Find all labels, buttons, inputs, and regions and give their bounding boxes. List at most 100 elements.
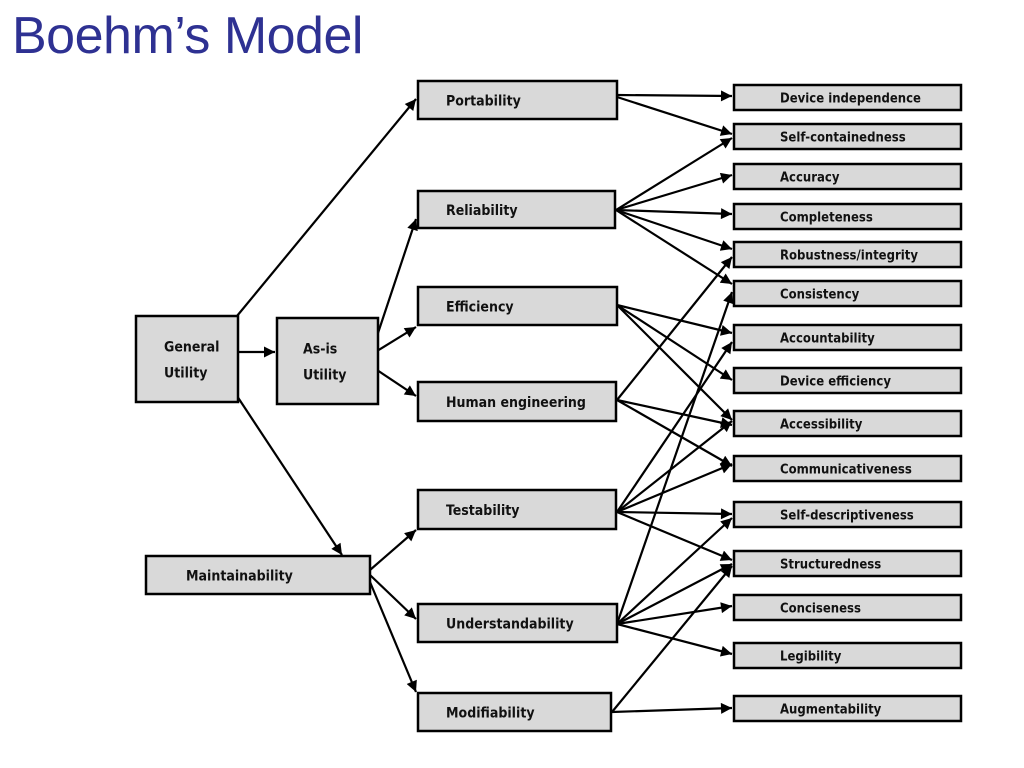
node-label: Device independence bbox=[780, 91, 921, 106]
node-struct: Structuredness bbox=[732, 549, 963, 578]
node-box bbox=[732, 366, 963, 395]
edge-understand-to-concise bbox=[616, 602, 733, 626]
edge-portability-to-dev_ind bbox=[616, 90, 733, 102]
connector-group bbox=[236, 90, 734, 714]
edge-human-to-robust bbox=[616, 256, 733, 401]
node-label: Portability bbox=[446, 93, 521, 109]
node-portability: Portability bbox=[416, 79, 619, 121]
page-title: Boehm’s Model bbox=[12, 7, 363, 65]
node-label: As-is bbox=[303, 341, 337, 357]
node-box bbox=[732, 323, 963, 352]
node-label: Accuracy bbox=[780, 170, 840, 185]
node-box bbox=[416, 380, 618, 423]
node-testability: Testability bbox=[416, 488, 618, 531]
node-label: General bbox=[164, 339, 219, 355]
node-account: Accountability bbox=[732, 323, 963, 352]
node-box bbox=[732, 240, 963, 269]
node-box bbox=[732, 202, 963, 231]
node-human: Human engineering bbox=[416, 380, 618, 423]
node-label: Legibility bbox=[780, 649, 842, 664]
node-consistency: Consistency bbox=[732, 279, 963, 308]
edge-asis-to-human bbox=[376, 369, 417, 397]
node-label: Device efficiency bbox=[780, 374, 891, 389]
edge-maint-to-understand bbox=[369, 574, 417, 620]
node-box bbox=[416, 691, 613, 733]
node-label: Robustness/integrity bbox=[780, 248, 918, 263]
edge-general-to-maint bbox=[236, 395, 343, 556]
edge-testability-to-comm bbox=[616, 462, 733, 514]
node-box bbox=[416, 488, 618, 531]
node-box bbox=[732, 641, 963, 670]
edge-reliability-to-completeness bbox=[615, 208, 733, 220]
node-self_desc: Self-descriptiveness bbox=[732, 500, 963, 529]
node-understand: Understandability bbox=[416, 602, 619, 644]
node-box bbox=[732, 279, 963, 308]
node-box bbox=[732, 83, 963, 112]
edge-maint-to-modifiability bbox=[368, 581, 418, 693]
node-box bbox=[732, 409, 963, 438]
edge-efficiency-to-access bbox=[616, 304, 733, 421]
node-label: Self-containedness bbox=[780, 130, 906, 145]
node-label: Human engineering bbox=[446, 395, 586, 411]
node-box bbox=[732, 549, 963, 578]
node-box bbox=[732, 500, 963, 529]
node-label: Structuredness bbox=[780, 557, 881, 572]
node-box bbox=[732, 122, 963, 151]
edge-reliability-to-self_cont bbox=[615, 137, 733, 211]
node-label: Augmentability bbox=[780, 702, 882, 717]
edge-testability-to-account bbox=[616, 341, 733, 513]
node-box bbox=[732, 454, 963, 483]
node-reliability: Reliability bbox=[416, 189, 617, 230]
edge-testability-to-access bbox=[616, 420, 733, 513]
node-box bbox=[416, 79, 619, 121]
edge-maint-to-testability bbox=[369, 529, 417, 571]
node-label: Reliability bbox=[446, 203, 518, 219]
edge-efficiency-to-dev_eff bbox=[616, 304, 733, 381]
node-label: Maintainability bbox=[186, 568, 293, 584]
node-access: Accessibility bbox=[732, 409, 963, 438]
edge-general-to-portability bbox=[236, 98, 417, 317]
node-box bbox=[732, 162, 963, 191]
node-label: Testability bbox=[446, 503, 520, 519]
node-label: Consistency bbox=[780, 287, 860, 302]
node-efficiency: Efficiency bbox=[416, 285, 619, 327]
node-label: Efficiency bbox=[446, 299, 514, 315]
node-augment: Augmentability bbox=[732, 694, 963, 723]
node-completeness: Completeness bbox=[732, 202, 963, 231]
edge-testability-to-struct bbox=[616, 510, 733, 562]
node-label: Modifiability bbox=[446, 705, 535, 721]
node-comm: Communicativeness bbox=[732, 454, 963, 483]
node-label: Utility bbox=[303, 367, 346, 383]
edge-understand-to-struct bbox=[616, 563, 733, 625]
node-box bbox=[416, 285, 619, 327]
edge-portability-to-self_cont bbox=[616, 95, 733, 136]
node-box bbox=[416, 189, 617, 230]
edge-reliability-to-consistency bbox=[615, 209, 733, 285]
edge-human-to-comm bbox=[616, 399, 733, 467]
node-box bbox=[134, 314, 240, 404]
edge-modifiability-to-augment bbox=[611, 702, 733, 714]
edge-understand-to-self_desc bbox=[616, 517, 733, 625]
edge-understand-to-consistency bbox=[615, 291, 734, 625]
node-label: Conciseness bbox=[780, 601, 861, 616]
node-self_cont: Self-containedness bbox=[732, 122, 963, 151]
node-robust: Robustness/integrity bbox=[732, 240, 963, 269]
edge-efficiency-to-account bbox=[616, 303, 733, 336]
node-dev_ind: Device independence bbox=[732, 83, 963, 112]
node-box bbox=[732, 593, 963, 622]
node-group: GeneralUtilityAs-isUtilityMaintainabilit… bbox=[134, 79, 963, 733]
edge-reliability-to-accuracy bbox=[615, 172, 733, 212]
edge-reliability-to-robust bbox=[615, 208, 733, 251]
edge-human-to-access bbox=[616, 398, 733, 429]
node-legib: Legibility bbox=[732, 641, 963, 670]
node-label: Utility bbox=[164, 365, 207, 381]
node-label: Completeness bbox=[780, 210, 873, 225]
node-label: Self-descriptiveness bbox=[780, 508, 914, 523]
node-box bbox=[732, 694, 963, 723]
node-label: Accessibility bbox=[780, 417, 863, 432]
node-box bbox=[275, 316, 380, 406]
node-accuracy: Accuracy bbox=[732, 162, 963, 191]
edge-asis-to-efficiency bbox=[376, 326, 417, 352]
